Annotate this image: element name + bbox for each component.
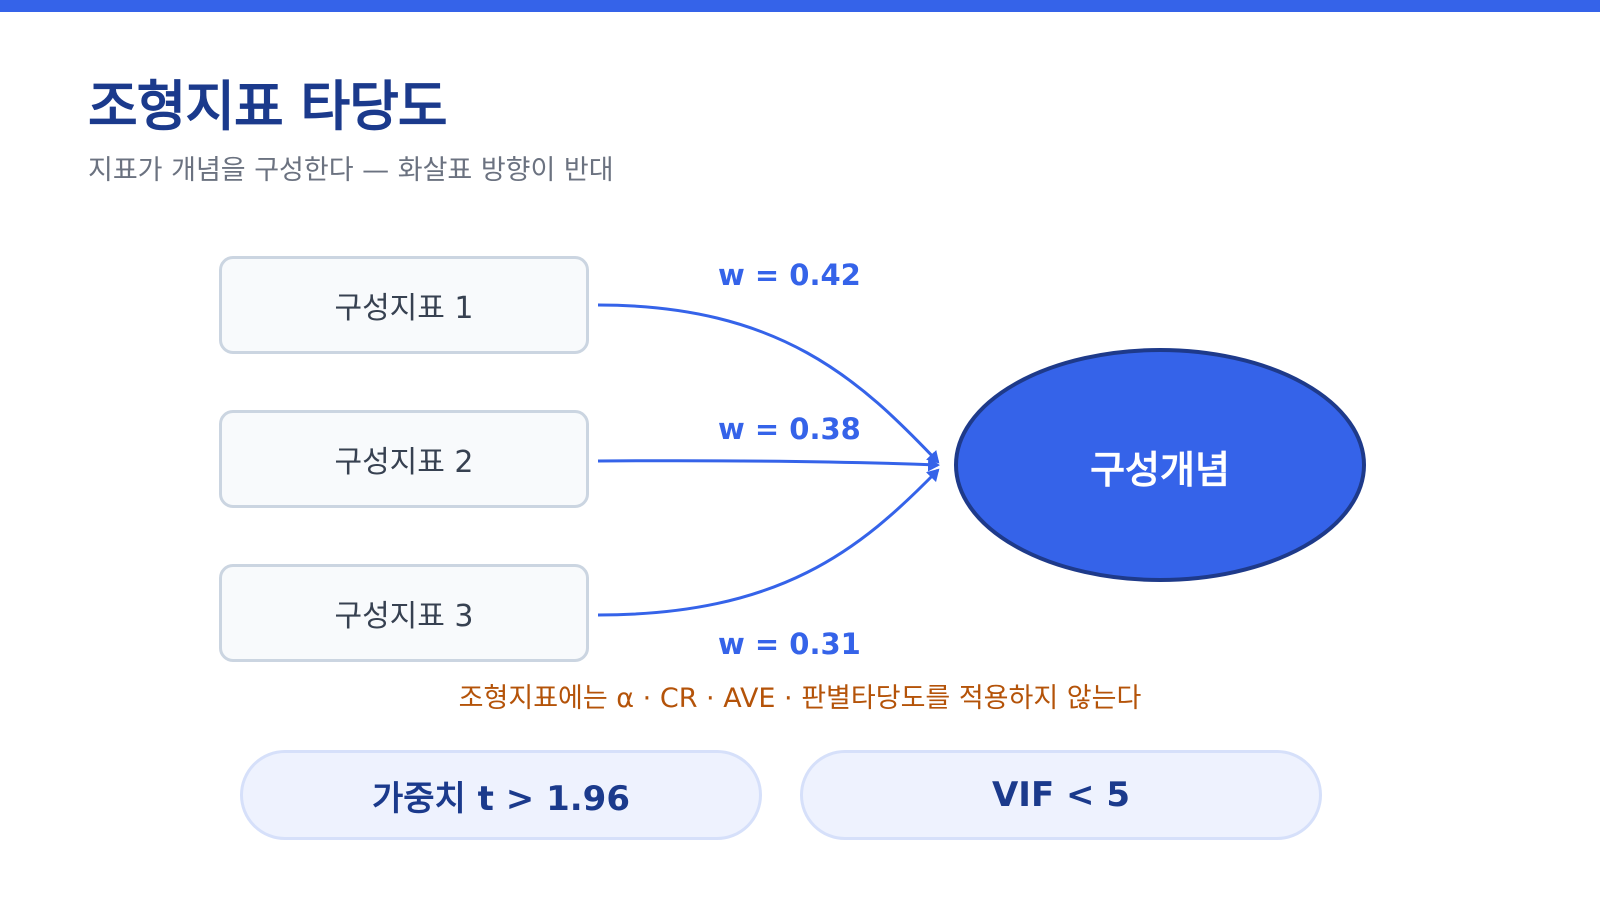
top-accent-bar bbox=[0, 0, 1600, 12]
indicator-box-2: 구성지표 2 bbox=[219, 410, 589, 508]
indicator-box-1: 구성지표 1 bbox=[219, 256, 589, 354]
construct-label: 구성개념 bbox=[1090, 447, 1230, 492]
construct-ellipse bbox=[954, 348, 1366, 582]
criterion-weight-t: 가중치 t > 1.96 bbox=[240, 750, 762, 840]
weight-arrow-1 bbox=[597, 303, 940, 464]
weight-label-2: w = 0.38 bbox=[718, 412, 861, 446]
page-subtitle: 지표가 개념을 구성한다 — 화살표 방향이 반대 bbox=[88, 155, 614, 186]
weight-label-1: w = 0.42 bbox=[718, 258, 861, 292]
weight-label-3: w = 0.31 bbox=[718, 627, 861, 661]
weight-arrow-2 bbox=[597, 457, 940, 472]
page-title: 조형지표 타당도 bbox=[88, 75, 448, 138]
indicator-box-3: 구성지표 3 bbox=[219, 564, 589, 662]
criterion-vif: VIF < 5 bbox=[800, 750, 1322, 840]
warning-note: 조형지표에는 α · CR · AVE · 판별타당도를 적용하지 않는다 bbox=[458, 683, 1142, 714]
weight-arrow-3 bbox=[597, 468, 940, 617]
